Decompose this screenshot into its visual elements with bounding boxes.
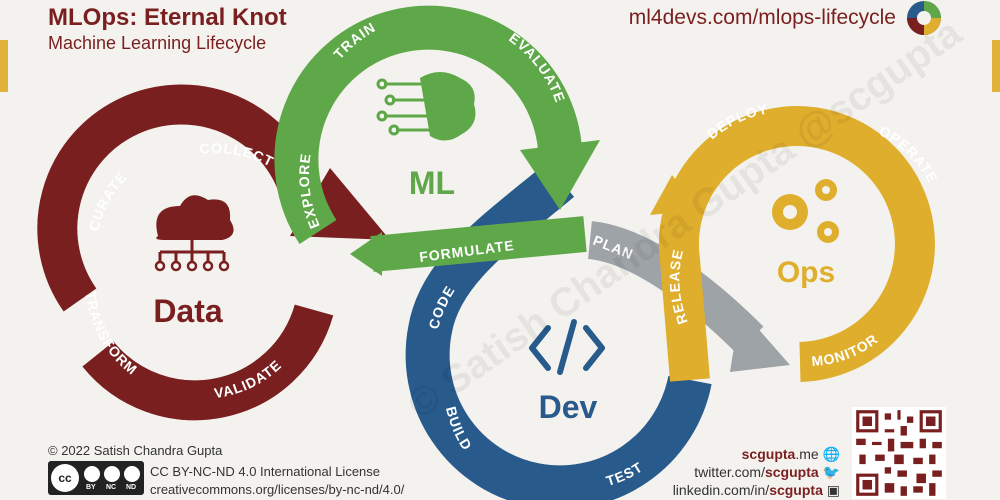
dev-ring xyxy=(405,163,712,500)
code-brackets-icon xyxy=(529,319,605,375)
header-url[interactable]: ml4devs.com/mlops-lifecycle xyxy=(628,6,896,29)
nc-label: NC xyxy=(106,484,117,491)
license-url[interactable]: creativecommons.org/licenses/by-nc-nd/4.… xyxy=(150,482,405,497)
nd-label: ND xyxy=(126,484,137,491)
linkedin-icon: ▣ xyxy=(826,482,840,498)
license-text: CC BY-NC-ND 4.0 International License xyxy=(150,464,381,479)
hub-ml-label: ML xyxy=(409,165,455,201)
nc-icon xyxy=(104,466,120,482)
contact-twitter[interactable]: twitter.com/scgupta 🐦 xyxy=(694,464,840,480)
ml-ring xyxy=(274,5,600,276)
hub-ops-label: Ops xyxy=(777,256,835,289)
cc-license-badge[interactable]: cc BY NC ND xyxy=(48,461,144,495)
cloud-network-icon xyxy=(154,195,234,272)
twitter-icon: 🐦 xyxy=(822,464,840,480)
copyright-text: © 2022 Satish Chandra Gupta xyxy=(48,443,223,458)
hub-data-label: Data xyxy=(153,293,223,329)
hub-dev-label: Dev xyxy=(539,389,598,425)
brain-circuit-icon xyxy=(376,72,476,141)
ops-ring xyxy=(650,106,935,382)
contact-website[interactable]: scgupta.me 🌐 xyxy=(741,446,840,462)
right-accent-bar xyxy=(992,40,1000,92)
stage-curate: CURATE xyxy=(85,168,130,232)
cc-icon: cc xyxy=(51,464,79,492)
ml4devs-logo xyxy=(907,1,941,35)
gears-icon xyxy=(772,179,839,243)
page-title: MLOps: Eternal Knot xyxy=(48,4,287,31)
contact-linkedin[interactable]: linkedin.com/in/scgupta ▣ xyxy=(672,482,840,498)
nd-icon xyxy=(124,466,140,482)
globe-icon: 🌐 xyxy=(822,446,840,462)
left-accent-bar xyxy=(0,40,8,92)
by-icon xyxy=(84,466,100,482)
page-subtitle: Machine Learning Lifecycle xyxy=(48,33,267,53)
qr-code-icon[interactable] xyxy=(852,407,946,499)
by-label: BY xyxy=(86,484,96,491)
